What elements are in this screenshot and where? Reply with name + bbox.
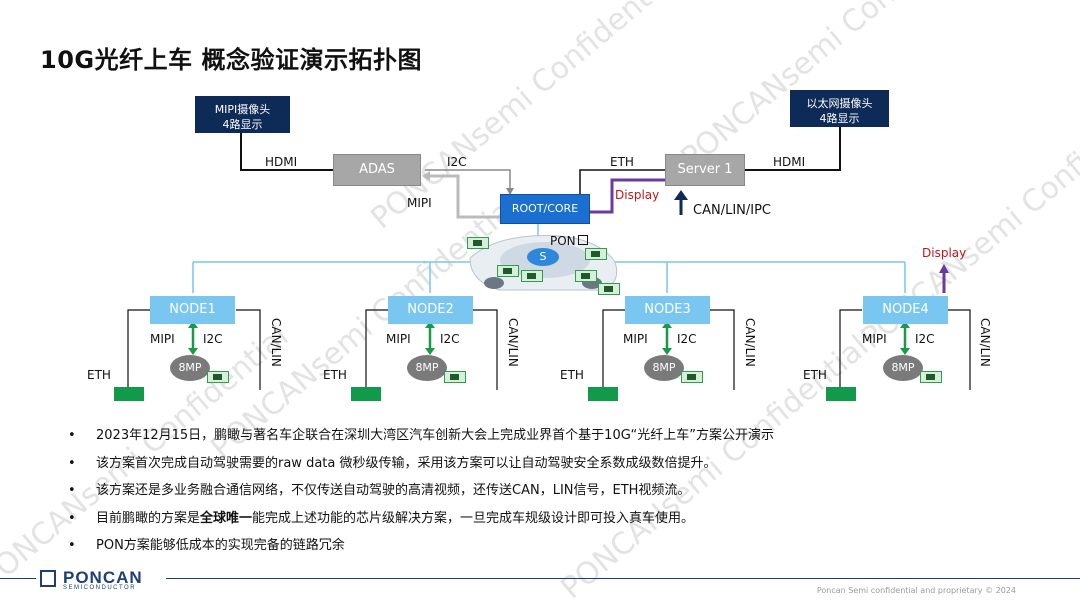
node-2-8mp-camera: 8MP	[407, 355, 447, 381]
i2c-top-label: I2C	[447, 155, 467, 169]
node-3-box: NODE3	[625, 296, 710, 324]
pon-square-icon	[577, 235, 588, 245]
camera-icon	[521, 270, 543, 282]
pon-text: PON	[550, 234, 576, 248]
node-4-8mp-camera: 8MP	[883, 355, 923, 381]
bullet-4-pre: 目前鹏瞰的方案是	[96, 510, 201, 526]
node-3-i2c-label: I2C	[677, 332, 697, 346]
bullet-item: 该方案首次完成自动驾驶需要的raw data 微秒级传输，采用该方案可以让自动驾…	[68, 455, 1008, 473]
node-3-eth-port	[588, 387, 618, 401]
poncan-logo-sub: SEMICONDUCTOR	[63, 585, 137, 591]
s-splitter-badge: S	[527, 248, 559, 266]
eth-camera-label: 以太网摄像头	[806, 97, 873, 110]
node-4-mipi-label: MIPI	[862, 332, 887, 346]
bullet-item: PON方案能够低成本的实现完备的链路冗余	[68, 537, 1008, 555]
node-1-8mp-camera: 8MP	[170, 355, 210, 381]
footer-line-left	[0, 578, 36, 579]
node-4-box: NODE4	[863, 296, 948, 324]
footer-line-right	[166, 578, 1080, 579]
copyright-text: Poncan Semi confidential and proprietary…	[816, 586, 1016, 595]
node-1-eth-label: ETH	[87, 368, 111, 382]
eth-camera-sub: 4路显示	[819, 112, 860, 125]
node-4-eth-port	[826, 387, 856, 401]
bullet-4-bold: 全球唯一	[200, 510, 253, 526]
eth-top-label: ETH	[610, 155, 634, 169]
hdmi-left-label: HDMI	[265, 155, 298, 169]
node-2-box: NODE2	[388, 296, 473, 324]
camera-icon	[575, 270, 597, 282]
can-lin-ipc-label: CAN/LIN/IPC	[693, 203, 772, 218]
node-2-mipi-label: MIPI	[386, 332, 411, 346]
bullet-item: 2023年12月15日，鹏瞰与著名车企联合在深圳大湾区汽车创新大会上完成业界首个…	[68, 427, 1008, 445]
bullet-list: 2023年12月15日，鹏瞰与著名车企联合在深圳大湾区汽车创新大会上完成业界首个…	[68, 427, 1008, 565]
node-1-can-lin-label: CAN/LIN	[269, 318, 283, 367]
mipi-camera-sub: 4路显示	[222, 118, 263, 131]
root-core-box: ROOT/CORE	[500, 194, 590, 224]
camera-icon	[497, 265, 519, 277]
node-4-eth-label: ETH	[803, 368, 827, 382]
mipi-camera-box: MIPI摄像头 4路显示	[195, 96, 290, 133]
display-top-label: Display	[615, 188, 660, 202]
node-2-eth-port	[351, 387, 381, 401]
node-2-i2c-label: I2C	[440, 332, 460, 346]
camera-icon	[598, 283, 620, 295]
mipi-camera-label: MIPI摄像头	[214, 103, 271, 116]
bullet-item: 该方案还是多业务融合通信网络，不仅传送自动驾驶的高清视频，还传送CAN，LIN信…	[68, 482, 1008, 500]
camera-icon	[467, 237, 489, 249]
mipi-top-label: MIPI	[407, 196, 432, 210]
server-box: Server 1	[665, 154, 745, 186]
poncan-logo-icon	[40, 570, 56, 587]
node-3-can-lin-label: CAN/LIN	[743, 318, 757, 367]
node-1-eth-port	[114, 387, 144, 401]
page-title: 10G光纤上车 概念验证演示拓扑图	[40, 46, 422, 74]
node-1-box: NODE1	[150, 296, 235, 324]
node-3-mipi-label: MIPI	[623, 332, 648, 346]
poncan-logo: PONCAN	[63, 568, 143, 587]
hdmi-right-label: HDMI	[773, 155, 806, 169]
eth-camera-box: 以太网摄像头 4路显示	[790, 90, 889, 127]
camera-icon	[207, 371, 229, 383]
camera-icon	[920, 371, 942, 383]
node-4-i2c-label: I2C	[915, 332, 935, 346]
camera-icon	[681, 371, 703, 383]
camera-icon	[444, 371, 466, 383]
bullet-item: 目前鹏瞰的方案是全球唯一能完成上述功能的芯片级解决方案，一旦完成车规级设计即可投…	[68, 510, 1008, 528]
camera-icon	[585, 248, 607, 260]
display-node4-label: Display	[922, 246, 967, 260]
node-4-can-lin-label: CAN/LIN	[978, 318, 992, 367]
node-3-eth-label: ETH	[560, 368, 584, 382]
node-2-eth-label: ETH	[323, 368, 347, 382]
bullet-4-post: 能完成上述功能的芯片级解决方案，一旦完成车规级设计即可投入真车使用。	[252, 510, 695, 526]
pon-label: PON	[550, 234, 588, 248]
adas-box: ADAS	[333, 154, 421, 186]
node-2-can-lin-label: CAN/LIN	[506, 318, 520, 367]
node-1-mipi-label: MIPI	[150, 332, 175, 346]
node-1-i2c-label: I2C	[203, 332, 223, 346]
node-3-8mp-camera: 8MP	[644, 355, 684, 381]
